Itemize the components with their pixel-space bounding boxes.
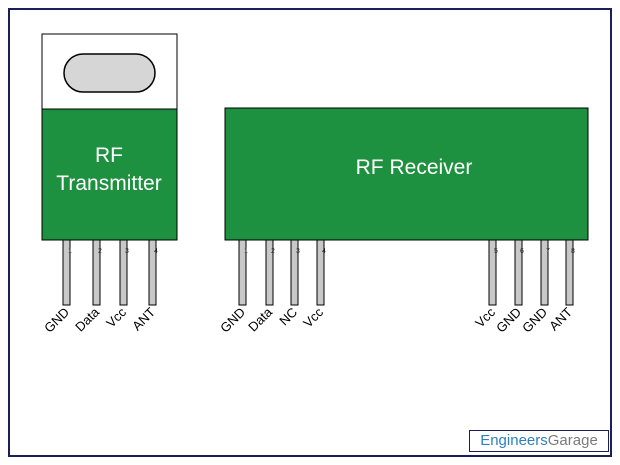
receiver-pin-number: 3 <box>296 248 300 255</box>
transmitter-pin-number: 3 <box>125 248 129 255</box>
transmitter-body <box>41 108 178 241</box>
transmitter-pin-1 <box>62 239 71 306</box>
receiver-pin-number: 5 <box>494 248 498 255</box>
brand-part1: Engineers <box>480 432 548 449</box>
receiver-pin-number: 2 <box>271 248 275 255</box>
brand-part2: Garage <box>547 432 598 449</box>
engineersgarage-logo: EngineersGarage <box>469 430 609 452</box>
transmitter-tab-window <box>63 53 156 93</box>
transmitter-pin-number: 1 <box>68 248 72 255</box>
receiver-body <box>224 107 589 241</box>
transmitter-pin-number: 4 <box>154 248 158 255</box>
receiver-pin-8 <box>565 239 574 306</box>
transmitter-pin-3 <box>119 239 128 306</box>
receiver-module: RF Receiver <box>224 107 589 241</box>
transmitter-pin-4 <box>148 239 157 306</box>
transmitter-title-line2: Transmitter <box>56 172 161 195</box>
receiver-pin-number: 1 <box>244 248 248 255</box>
receiver-pin-2 <box>265 239 274 306</box>
receiver-pin-7 <box>540 239 549 306</box>
receiver-pin-number: 7 <box>546 248 550 255</box>
receiver-pin-1 <box>238 239 247 306</box>
receiver-pin-5 <box>488 239 497 306</box>
receiver-title: RF Receiver <box>356 156 473 179</box>
transmitter-pin-number: 2 <box>98 248 102 255</box>
receiver-pin-6 <box>514 239 523 306</box>
receiver-pin-number: 8 <box>571 248 575 255</box>
receiver-pin-number: 4 <box>322 248 326 255</box>
receiver-pin-3 <box>290 239 299 306</box>
transmitter-module: RF Transmitter <box>41 33 178 241</box>
receiver-pin-4 <box>316 239 325 306</box>
transmitter-title-line1: RF <box>95 144 123 167</box>
transmitter-pin-2 <box>92 239 101 306</box>
receiver-pin-number: 6 <box>520 248 524 255</box>
